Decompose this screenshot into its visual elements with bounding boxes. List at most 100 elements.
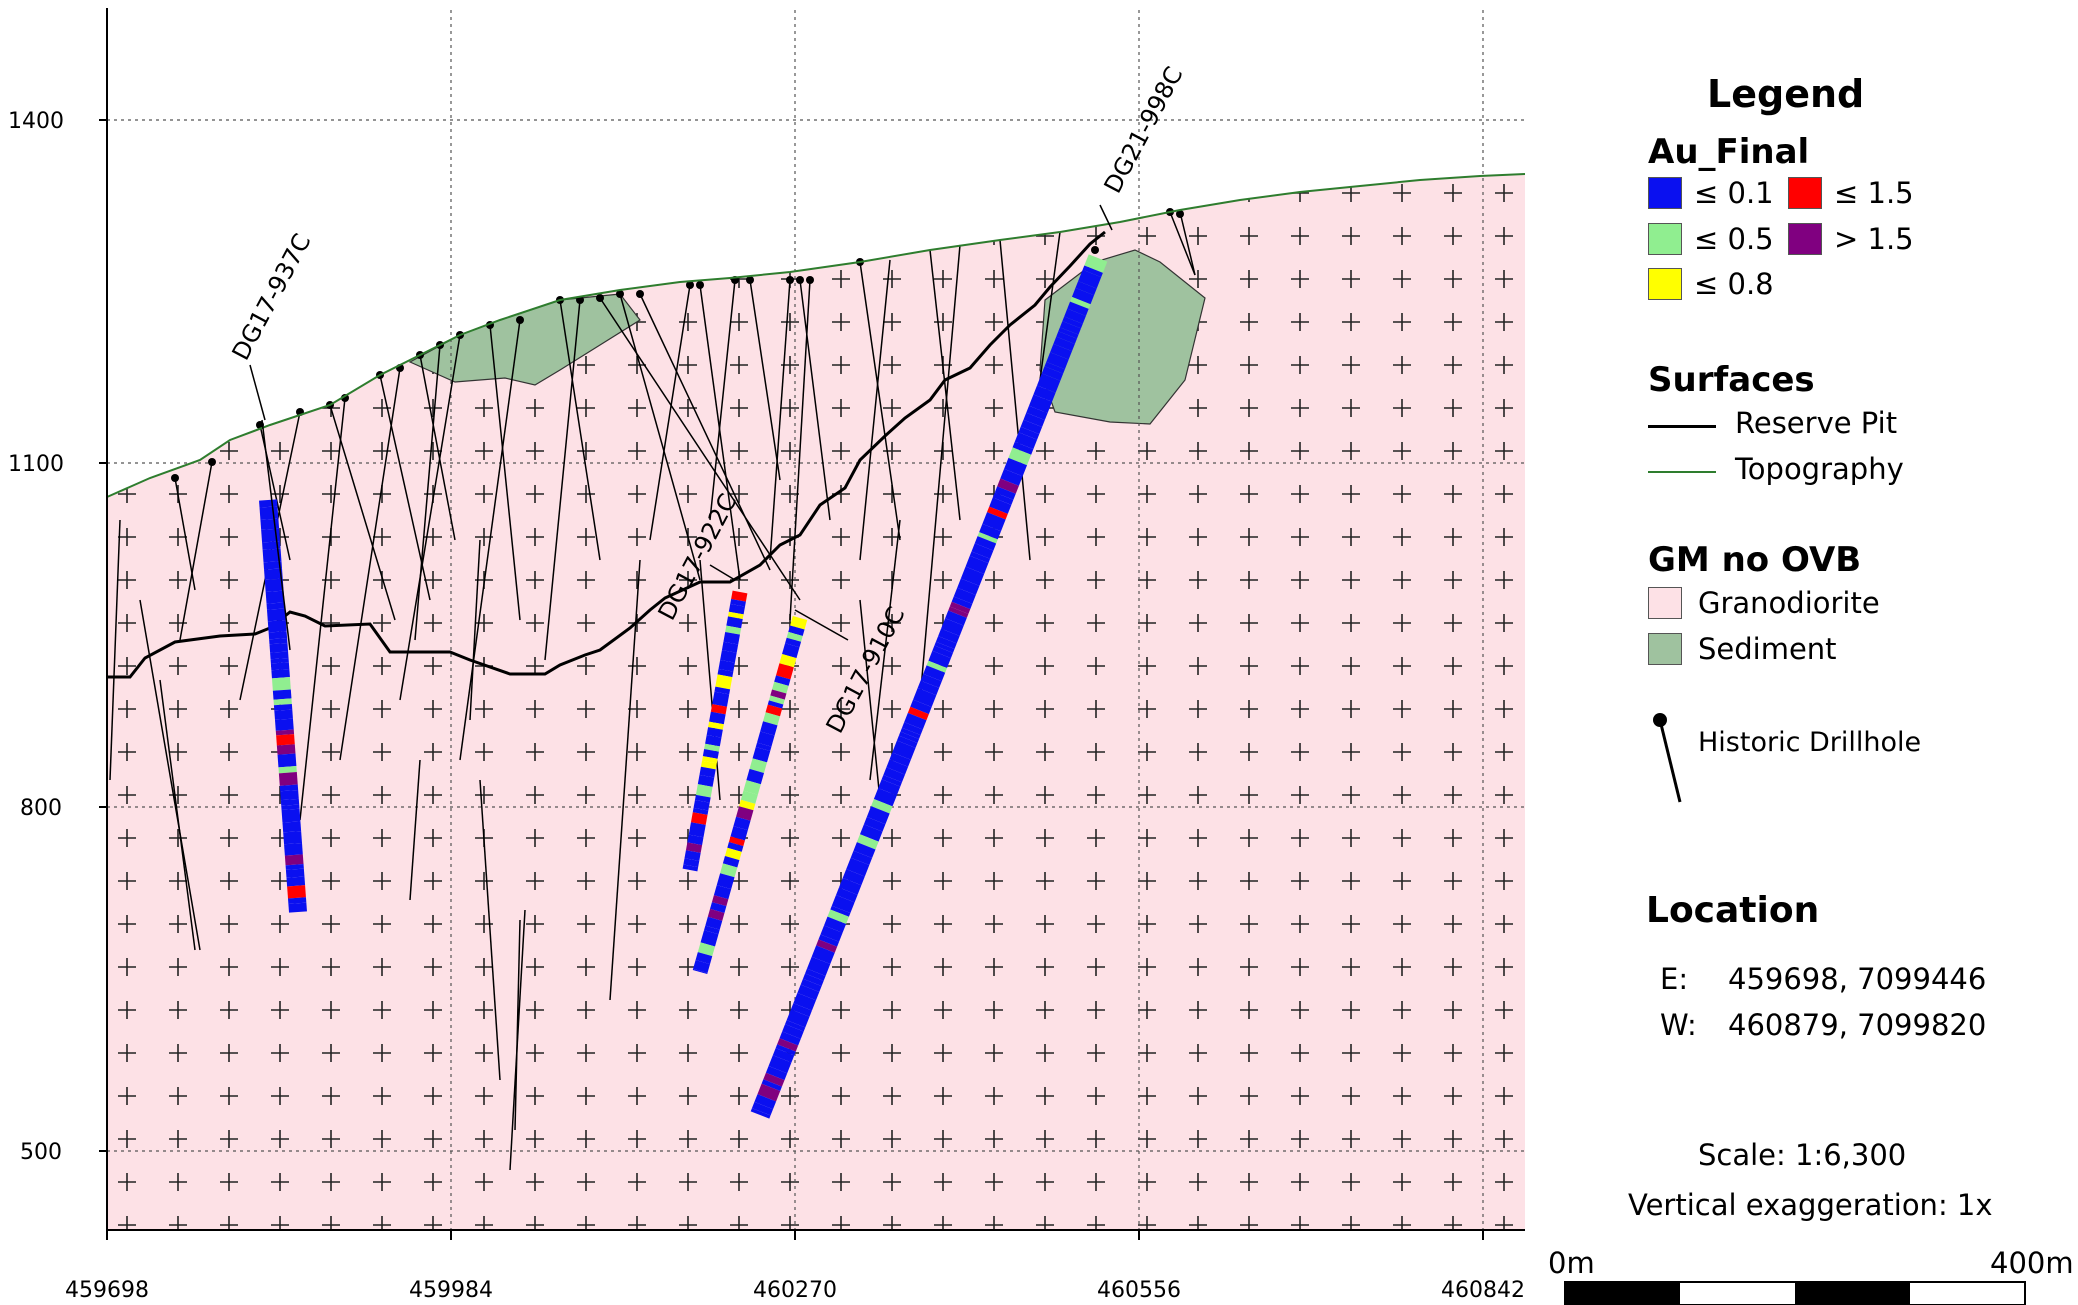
assay-interval-0 bbox=[287, 885, 306, 899]
assay-interval-3 bbox=[949, 601, 971, 614]
assay-interval-3 bbox=[856, 834, 879, 850]
assay-interval-0 bbox=[271, 677, 291, 691]
assay-interval-3 bbox=[974, 536, 997, 551]
assay-interval-3 bbox=[775, 1044, 796, 1056]
assay-interval-1 bbox=[727, 611, 744, 620]
assay-interval-3 bbox=[953, 587, 976, 604]
assay-interval-1 bbox=[721, 641, 739, 653]
assay-interval-3 bbox=[1078, 269, 1102, 289]
assay-interval-3 bbox=[971, 543, 994, 559]
assay-interval-0 bbox=[279, 784, 299, 792]
assay-interval-1 bbox=[688, 822, 706, 838]
assay-interval-3 bbox=[898, 731, 920, 743]
assay-interval-3 bbox=[896, 735, 918, 748]
assay-interval-3 bbox=[793, 992, 816, 1011]
y-tick-1400: 1400 bbox=[8, 109, 64, 134]
location-heading: Location bbox=[1646, 890, 1820, 931]
au-swatch-4 bbox=[1648, 268, 1682, 300]
drillhole-label-998: DG21-998C bbox=[1099, 62, 1189, 198]
assay-interval-3 bbox=[920, 673, 942, 688]
assay-interval-1 bbox=[723, 632, 740, 645]
au-label-4: ≤ 0.8 bbox=[1694, 267, 1774, 301]
assay-interval-0 bbox=[275, 729, 295, 736]
sediment-swatch bbox=[1648, 633, 1682, 665]
assay-interval-3 bbox=[823, 916, 847, 933]
assay-interval-2 bbox=[713, 885, 732, 900]
assay-interval-2 bbox=[757, 731, 775, 747]
assay-interval-3 bbox=[948, 606, 969, 618]
assay-interval-3 bbox=[994, 486, 1016, 500]
assay-interval-3 bbox=[886, 759, 909, 775]
assay-interval-0 bbox=[268, 631, 288, 640]
assay-interval-3 bbox=[1036, 373, 1061, 393]
assay-interval-3 bbox=[763, 1072, 785, 1087]
assay-interval-3 bbox=[1014, 432, 1038, 450]
assay-interval-1 bbox=[702, 749, 719, 759]
assay-interval-3 bbox=[1023, 412, 1045, 428]
assay-interval-1 bbox=[683, 858, 700, 868]
assay-interval-3 bbox=[992, 492, 1014, 505]
assay-interval-3 bbox=[1070, 296, 1091, 309]
assay-interval-2 bbox=[692, 968, 708, 975]
assay-interval-3 bbox=[881, 774, 902, 787]
assay-interval-0 bbox=[265, 590, 285, 604]
au-final-heading: Au_Final bbox=[1648, 132, 1810, 172]
assay-interval-2 bbox=[785, 637, 802, 648]
assay-interval-0 bbox=[273, 698, 292, 706]
assay-interval-0 bbox=[280, 789, 299, 801]
assay-interval-3 bbox=[871, 799, 893, 814]
assay-interval-1 bbox=[687, 834, 704, 846]
assay-interval-0 bbox=[266, 602, 285, 610]
assay-interval-1 bbox=[717, 668, 734, 678]
assay-interval-0 bbox=[282, 821, 302, 833]
assay-interval-1 bbox=[718, 660, 735, 672]
assay-interval-3 bbox=[1020, 419, 1043, 435]
assay-interval-1 bbox=[684, 850, 701, 861]
assay-interval-2 bbox=[736, 806, 754, 821]
assay-interval-3 bbox=[960, 566, 985, 586]
assay-interval-0 bbox=[271, 668, 290, 679]
assay-interval-1 bbox=[697, 774, 715, 787]
assay-interval-0 bbox=[278, 766, 297, 774]
assay-interval-2 bbox=[782, 643, 800, 659]
assay-interval-2 bbox=[772, 681, 789, 694]
drillhole-leaders bbox=[249, 204, 1113, 651]
assay-interval-3 bbox=[935, 636, 957, 650]
scale-text: Scale: 1:6,300 bbox=[1698, 1138, 1907, 1172]
assay-interval-1 bbox=[720, 650, 737, 663]
assay-interval-2 bbox=[752, 746, 771, 763]
assay-interval-3 bbox=[827, 909, 849, 924]
assay-interval-2 bbox=[779, 654, 797, 668]
assay-interval-1 bbox=[682, 864, 699, 872]
assay-interval-2 bbox=[733, 816, 751, 831]
assay-interval-0 bbox=[276, 744, 296, 755]
assay-interval-3 bbox=[907, 706, 929, 721]
assay-interval-2 bbox=[743, 780, 761, 795]
assay-interval-2 bbox=[695, 952, 713, 965]
assay-interval-3 bbox=[786, 1009, 810, 1028]
assay-interval-3 bbox=[1050, 343, 1072, 360]
assay-interval-3 bbox=[1008, 447, 1032, 466]
assay-interval-3 bbox=[892, 740, 916, 760]
assay-interval-0 bbox=[262, 548, 282, 563]
assay-interval-2 bbox=[774, 675, 791, 686]
assay-interval-0 bbox=[285, 868, 305, 878]
assay-interval-3 bbox=[883, 767, 906, 783]
assay-interval-1 bbox=[706, 727, 723, 738]
assay-interval-3 bbox=[1062, 316, 1083, 329]
assay-interval-2 bbox=[704, 925, 720, 935]
assay-interval-3 bbox=[932, 645, 954, 659]
au-label-2: ≤ 0.5 bbox=[1694, 222, 1774, 256]
x-tick-5: 460842 bbox=[1441, 1278, 1525, 1303]
vertical-exaggeration-text: Vertical exaggeration: 1x bbox=[1628, 1188, 1993, 1222]
assay-interval-3 bbox=[1064, 308, 1086, 324]
assay-interval-0 bbox=[264, 578, 284, 592]
assay-interval-2 bbox=[755, 742, 772, 752]
y-tick-800: 800 bbox=[20, 796, 62, 821]
assay-interval-1 bbox=[731, 590, 748, 602]
assay-interval-0 bbox=[278, 772, 298, 786]
assay-interval-1 bbox=[699, 766, 716, 778]
assay-interval-3 bbox=[831, 895, 855, 914]
assay-interval-1 bbox=[708, 721, 724, 730]
assay-interval-3 bbox=[1041, 366, 1064, 381]
